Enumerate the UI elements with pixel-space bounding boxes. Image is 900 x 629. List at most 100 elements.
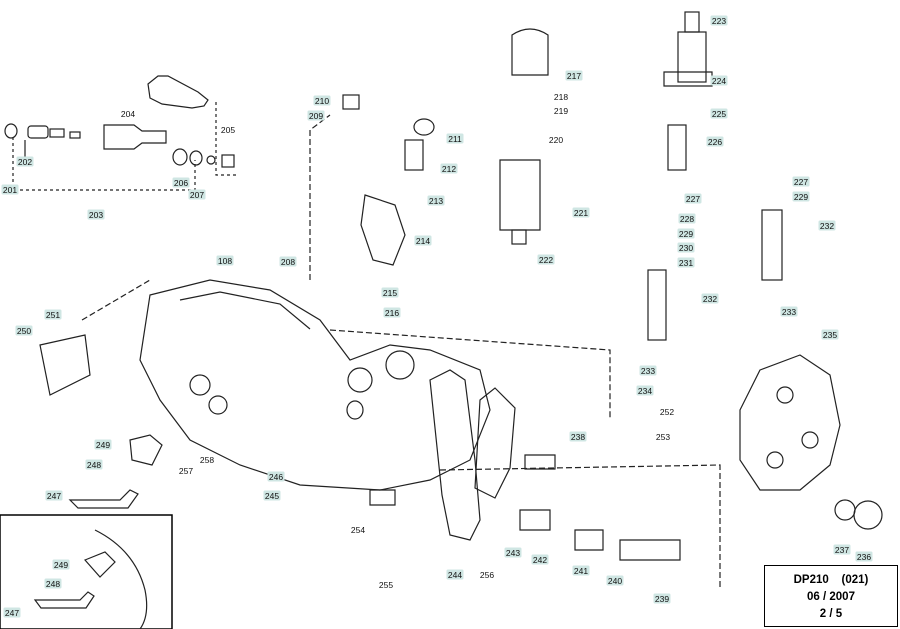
callout-highlight bbox=[216, 255, 234, 266]
callout-218: 218 bbox=[554, 92, 568, 102]
callout-number: 227 bbox=[686, 194, 700, 204]
part-drawings bbox=[4, 11, 883, 590]
callout-highlight bbox=[677, 257, 695, 268]
callout-number: 244 bbox=[448, 570, 462, 580]
callout-number: 218 bbox=[554, 92, 568, 102]
callout-highlight bbox=[188, 189, 206, 200]
callout-highlight bbox=[855, 551, 873, 562]
inset-callout-249: 249 bbox=[52, 559, 70, 570]
callout-number: 242 bbox=[533, 555, 547, 565]
callout-number: 243 bbox=[506, 548, 520, 558]
callout-highlight bbox=[636, 385, 654, 396]
callout-highlight bbox=[1, 184, 19, 195]
callout-249: 249 bbox=[94, 439, 112, 450]
callout-number: 214 bbox=[416, 236, 430, 246]
callout-number: 208 bbox=[281, 257, 295, 267]
callout-highlight bbox=[537, 254, 555, 265]
callout-highlight bbox=[710, 108, 728, 119]
callout-highlight bbox=[706, 136, 724, 147]
callout-number: 202 bbox=[18, 157, 32, 167]
callout-number: 216 bbox=[385, 308, 399, 318]
callout-216: 216 bbox=[383, 307, 401, 318]
callout-number: 238 bbox=[571, 432, 585, 442]
callout-number: 245 bbox=[265, 491, 279, 501]
callout-number: 207 bbox=[190, 190, 204, 200]
callout-highlight bbox=[701, 293, 719, 304]
callout-number: 213 bbox=[429, 196, 443, 206]
callout-highlight bbox=[780, 306, 798, 317]
callout-233: 233 bbox=[639, 365, 657, 376]
callout-highlight bbox=[94, 439, 112, 450]
callout-highlight bbox=[172, 177, 190, 188]
callout-highlight bbox=[504, 547, 522, 558]
callout-208: 208 bbox=[279, 256, 297, 267]
callout-229: 229 bbox=[677, 228, 695, 239]
callout-number: 209 bbox=[309, 111, 323, 121]
callout-number: 201 bbox=[3, 185, 17, 195]
callout-highlight bbox=[87, 209, 105, 220]
callout-highlight bbox=[677, 228, 695, 239]
callout-highlight bbox=[653, 593, 671, 604]
callout-highlight bbox=[279, 256, 297, 267]
callout-number: 204 bbox=[121, 109, 135, 119]
callout-221: 221 bbox=[572, 207, 590, 218]
callout-highlight bbox=[572, 207, 590, 218]
callout-205: 205 bbox=[221, 125, 235, 135]
callout-233-secondary: 233 bbox=[780, 306, 798, 317]
callout-number: 203 bbox=[89, 210, 103, 220]
callout-highlight bbox=[710, 15, 728, 26]
callout-211: 211 bbox=[446, 133, 464, 144]
callout-225: 225 bbox=[710, 108, 728, 119]
callout-number: 224 bbox=[712, 76, 726, 86]
callout-213: 213 bbox=[427, 195, 445, 206]
callout-number: 235 bbox=[823, 330, 837, 340]
callout-highlight bbox=[792, 176, 810, 187]
callout-202: 202 bbox=[16, 156, 34, 167]
callout-number: 205 bbox=[221, 125, 235, 135]
callout-number: 253 bbox=[656, 432, 670, 442]
callout-highlight bbox=[792, 191, 810, 202]
callout-highlight bbox=[565, 70, 583, 81]
callout-255: 255 bbox=[379, 580, 393, 590]
callout-number: 248 bbox=[87, 460, 101, 470]
callout-232-secondary: 232 bbox=[818, 220, 836, 231]
callout-number: 239 bbox=[655, 594, 669, 604]
callout-227-secondary: 227 bbox=[792, 176, 810, 187]
callout-labels: 2012022032042052062072082092102112122132… bbox=[1, 15, 873, 618]
callout-number: 257 bbox=[179, 466, 193, 476]
callout-224: 224 bbox=[710, 75, 728, 86]
callout-number: 226 bbox=[708, 137, 722, 147]
callout-239: 239 bbox=[653, 593, 671, 604]
callout-209: 209 bbox=[307, 110, 325, 121]
callout-highlight bbox=[572, 565, 590, 576]
callout-number: 108 bbox=[218, 256, 232, 266]
callout-235: 235 bbox=[821, 329, 839, 340]
callout-highlight bbox=[821, 329, 839, 340]
callout-237: 237 bbox=[833, 544, 851, 555]
callout-number: 250 bbox=[17, 326, 31, 336]
callout-226: 226 bbox=[706, 136, 724, 147]
detail-inset bbox=[0, 514, 173, 629]
callout-number: 234 bbox=[638, 386, 652, 396]
callout-number: 241 bbox=[574, 566, 588, 576]
callout-highlight bbox=[45, 490, 63, 501]
callout-highlight bbox=[818, 220, 836, 231]
callout-number: 254 bbox=[351, 525, 365, 535]
callout-236: 236 bbox=[855, 551, 873, 562]
callout-number: 221 bbox=[574, 208, 588, 218]
callout-223: 223 bbox=[710, 15, 728, 26]
callout-250: 250 bbox=[15, 325, 33, 336]
callout-highlight bbox=[16, 156, 34, 167]
callout-206: 206 bbox=[172, 177, 190, 188]
callout-number: 247 bbox=[47, 491, 61, 501]
callout-247: 247 bbox=[45, 490, 63, 501]
callout-number: 233 bbox=[641, 366, 655, 376]
callout-241: 241 bbox=[572, 565, 590, 576]
callout-245: 245 bbox=[263, 490, 281, 501]
callout-254: 254 bbox=[351, 525, 365, 535]
callout-number: 206 bbox=[174, 178, 188, 188]
callout-215: 215 bbox=[381, 287, 399, 298]
callout-256: 256 bbox=[480, 570, 494, 580]
callout-highlight bbox=[383, 307, 401, 318]
